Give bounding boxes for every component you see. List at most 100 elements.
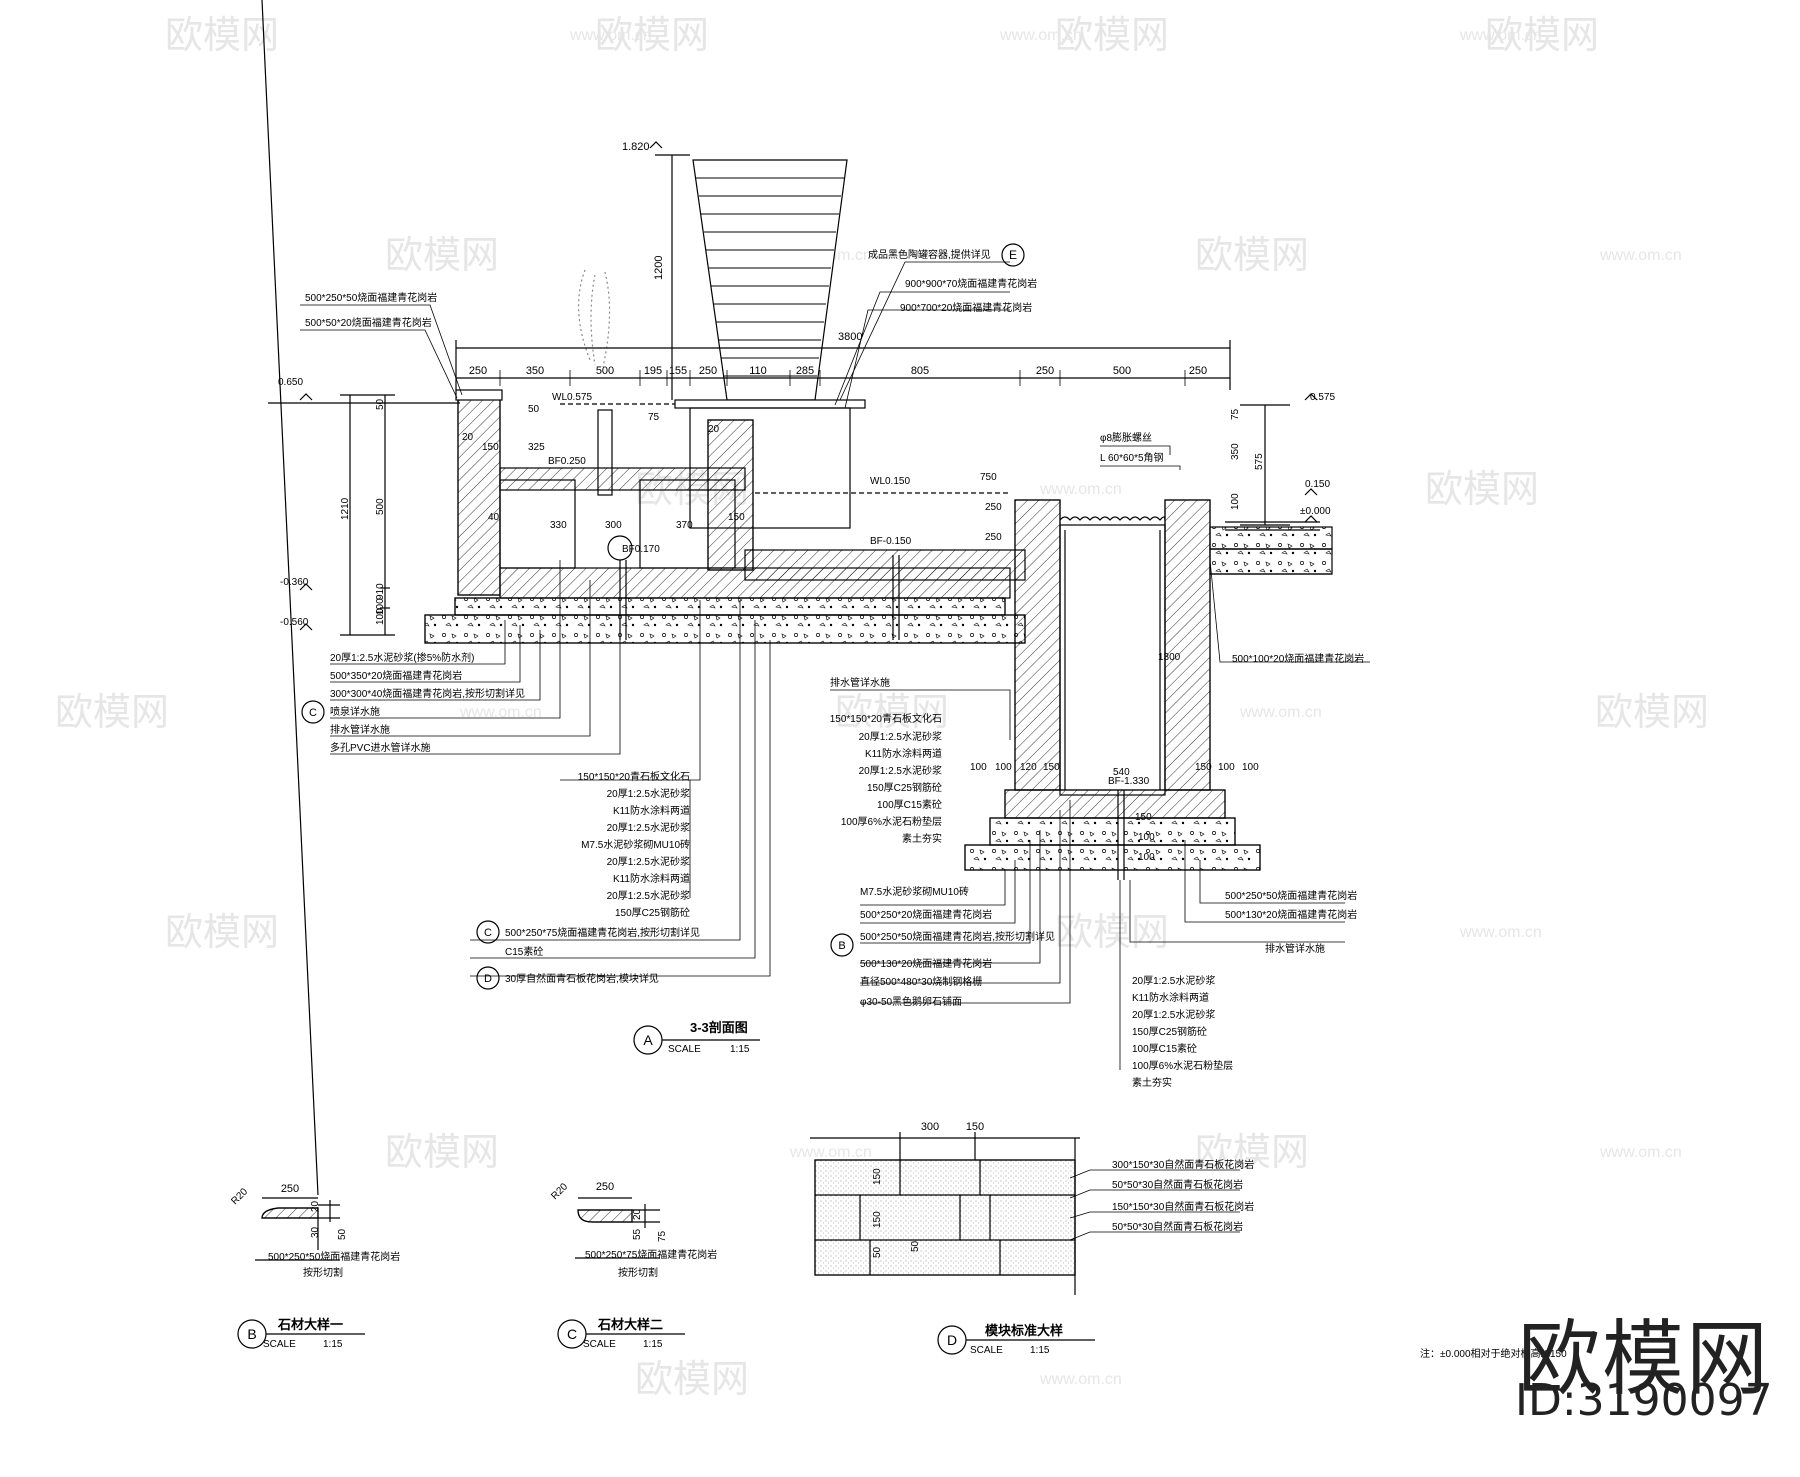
dim-inner: 150 — [482, 442, 499, 453]
dim-width: 250 — [596, 1181, 614, 1193]
note-module: 50*50*30自然面青石板花岗岩 — [1112, 1220, 1243, 1233]
watermark-url: www.om.cn — [1459, 924, 1542, 941]
elev-label: 0.575 — [1310, 392, 1335, 403]
note-pit-bottom: 500*130*20烧面福建青花岗岩 — [860, 957, 992, 970]
dim-module: 150 — [872, 1168, 883, 1185]
watermark-url: www.om.cn — [459, 704, 542, 721]
dim-total-width: 3800 — [838, 331, 862, 343]
watermark-text: 欧模网 — [1055, 15, 1169, 57]
dim-bottom: 100 — [1218, 762, 1235, 773]
dim-top: 805 — [911, 365, 929, 377]
model-id: ID:3190097 — [1515, 1375, 1773, 1426]
dim-inner: 100 — [1138, 852, 1155, 863]
section-tag: A — [643, 1032, 653, 1048]
ref-tag: E — [1009, 248, 1017, 262]
dim-left: 100 — [375, 608, 386, 625]
note-layer: M7.5水泥砂浆砌MU10砖 — [581, 838, 690, 851]
dim-bottom: 100 — [995, 762, 1012, 773]
note-pit-right: 排水管详水施 — [1265, 942, 1325, 955]
note-pit-layer: 20厚1:2.5水泥砂浆 — [859, 730, 942, 743]
note-base-layer: 素土夯实 — [1132, 1076, 1172, 1089]
dim-inner: 250 — [985, 532, 1002, 543]
scale-value: 1:15 — [323, 1339, 343, 1350]
detail-tag: C — [567, 1326, 577, 1342]
note-right: 500*100*20烧面福建青花岗岩 — [1232, 652, 1364, 665]
dim-detail: 30 — [310, 1226, 321, 1238]
note-pit-layer: 150厚C25钢筋砼 — [867, 781, 942, 794]
note-layer: 20厚1:2.5水泥砂浆 — [607, 855, 690, 868]
watermark-text: 欧模网 — [165, 15, 279, 57]
note-layer: K11防水涂料两道 — [613, 804, 690, 817]
note-bottom: 30厚自然面青石板花岗岩,模块详见 — [505, 972, 659, 985]
dim-inner: 300 — [605, 520, 622, 531]
dim-left: 500 — [375, 498, 386, 515]
dim-left: 910 — [375, 583, 386, 600]
dim-top: 250 — [469, 365, 487, 377]
dim-left: 100 — [375, 598, 386, 615]
note-base-layer: 20厚1:2.5水泥砂浆 — [1132, 1008, 1215, 1021]
watermark-text: 欧模网 — [835, 692, 949, 734]
dim-inner: 20 — [708, 424, 720, 435]
watermark-text: 欧模网 — [165, 912, 279, 954]
dim-inner: 250 — [985, 502, 1002, 513]
note-detail: 按形切割 — [618, 1266, 658, 1279]
dim-inner: 750 — [980, 472, 997, 483]
elev-top: 1.820 — [622, 141, 650, 153]
note-plate: 900*900*70烧面福建青花岗岩 — [905, 277, 1037, 290]
dim-right: 350 — [1230, 443, 1241, 460]
note-plate: 900*700*20烧面福建青花岗岩 — [900, 301, 1032, 314]
dim-width: 250 — [281, 1183, 299, 1195]
note-vase: 成品黑色陶罐容器,提供详见 — [868, 248, 991, 261]
watermark-text: 欧模网 — [1195, 235, 1309, 277]
dim-inner: 150 — [1135, 812, 1152, 823]
bottom-level: BF0.170 — [622, 544, 660, 555]
brand-logo-text: 欧模网 — [1518, 1312, 1771, 1407]
note-pit-bottom: 500*250*50烧面福建青花岗岩,按形切割详见 — [860, 930, 1055, 943]
dim-top: 500 — [1113, 365, 1131, 377]
note-detail: 500*250*50烧面福建青花岗岩 — [268, 1250, 400, 1263]
bottom-level: BF0.250 — [548, 456, 586, 467]
note-bottom: 500*250*75烧面福建青花岗岩,按形切割详见 — [505, 926, 700, 939]
note-base-layer: 100厚C15素砼 — [1132, 1042, 1197, 1055]
dim-inner: 370 — [676, 520, 693, 531]
watermark-text: 欧模网 — [635, 1359, 749, 1401]
dim-bottom: 100 — [1242, 762, 1259, 773]
note-detail: 500*250*75烧面福建青花岗岩 — [585, 1248, 717, 1261]
note-pit-layer: K11防水涂料两道 — [865, 747, 942, 760]
scale-label: SCALE — [263, 1339, 296, 1350]
note-cap: 500*250*50烧面福建青花岗岩 — [305, 291, 437, 304]
watermark-url: www.om.cn — [569, 27, 652, 44]
dim-radius: R20 — [549, 1181, 570, 1202]
dim-inner: 330 — [550, 520, 567, 531]
note-left: 排水管详水施 — [330, 723, 390, 736]
watermark-text: 欧模网 — [55, 692, 169, 734]
dim-inner: 100 — [1138, 832, 1155, 843]
watermark-url: www.om.cn — [1599, 1144, 1682, 1161]
note-bottom: C15素砼 — [505, 945, 543, 958]
detail-b-drawing — [255, 0, 340, 1261]
watermark: 欧模网 www.om.cn — [165, 15, 652, 57]
dim-top: 250 — [1189, 365, 1207, 377]
note-pit-bottom: 直径500*480*30烧制钢格栅 — [860, 975, 982, 988]
note-module: 50*50*30自然面青石板花岗岩 — [1112, 1178, 1243, 1191]
dim-inner: 1300 — [1158, 652, 1181, 663]
dim-module: 300 — [921, 1121, 939, 1133]
note-pit-layer: 素土夯实 — [902, 832, 942, 845]
dim-top: 250 — [1036, 365, 1054, 377]
dim-top: 285 — [796, 365, 814, 377]
note-module: 300*150*30自然面青石板花岗岩 — [1112, 1158, 1254, 1171]
note-pit-bottom: 500*250*20烧面福建青花岗岩 — [860, 908, 992, 921]
dim-module: 150 — [966, 1121, 984, 1133]
note-base-layer: 20厚1:2.5水泥砂浆 — [1132, 974, 1215, 987]
watermark-text: 欧模网 — [595, 15, 709, 57]
note-layer: 150*150*20青石板文化石 — [578, 770, 690, 783]
dim-vase-height: 1200 — [653, 256, 665, 280]
